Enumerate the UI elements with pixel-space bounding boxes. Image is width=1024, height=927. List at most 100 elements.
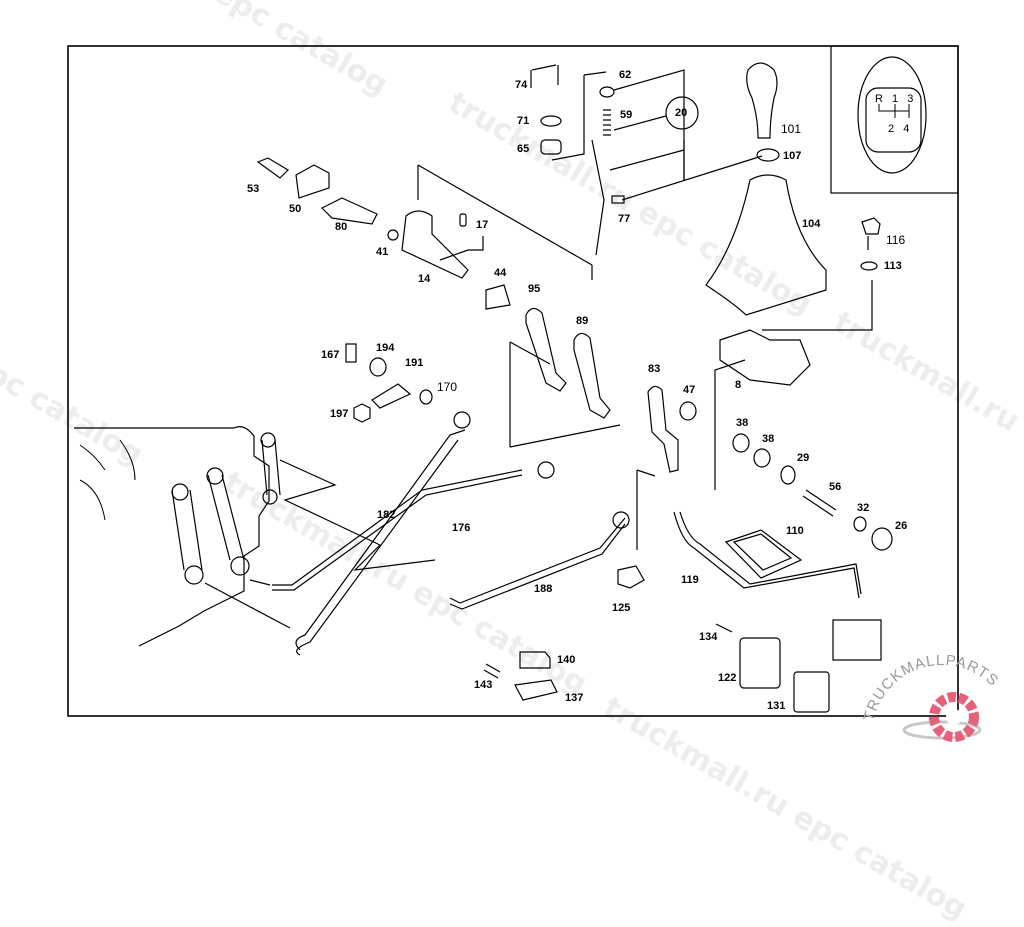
- pin-143: [484, 664, 500, 678]
- washer-38: [733, 434, 749, 452]
- washer-38: [754, 449, 770, 467]
- part-label-50[interactable]: 50: [289, 203, 301, 215]
- part-label-74[interactable]: 74: [515, 79, 527, 91]
- part-label-53[interactable]: 53: [247, 183, 259, 195]
- part-label-29[interactable]: 29: [797, 452, 809, 464]
- bracket-50: [296, 165, 329, 198]
- part-label-188[interactable]: 188: [534, 583, 552, 595]
- shift-pattern-inset: [831, 46, 958, 193]
- clip-167: [346, 344, 356, 362]
- part-label-110[interactable]: 110: [786, 525, 804, 537]
- part-label-26[interactable]: 26: [895, 520, 907, 532]
- part-label-17[interactable]: 17: [476, 219, 488, 231]
- shift-rod-176: [272, 470, 522, 590]
- part-label-170[interactable]: 170: [437, 381, 457, 393]
- bolt-53: [258, 158, 288, 178]
- part-label-80[interactable]: 80: [335, 221, 347, 233]
- gasket-frame: [726, 530, 801, 578]
- part-label-59[interactable]: 59: [620, 109, 632, 121]
- part-label-95[interactable]: 95: [528, 283, 540, 295]
- bolt-116: [862, 218, 880, 250]
- clip-74: [531, 65, 558, 88]
- part-label-107[interactable]: 107: [783, 150, 801, 162]
- sleeve-65: [541, 140, 561, 154]
- part-label-182[interactable]: 182: [377, 509, 395, 521]
- part-label-32[interactable]: 32: [857, 502, 869, 514]
- part-label-140[interactable]: 140: [557, 654, 575, 666]
- part-label-134[interactable]: 134: [699, 631, 717, 643]
- part-label-101[interactable]: 101: [781, 123, 801, 135]
- part-label-104[interactable]: 104: [802, 218, 820, 230]
- leader-line: [610, 70, 762, 200]
- trans-lever-2: [208, 475, 244, 560]
- trans-lever-1: [172, 490, 202, 570]
- rod-end-176: [538, 462, 554, 478]
- lever-95: [526, 308, 566, 391]
- nut: [757, 149, 779, 161]
- shift-shaft-14: [402, 211, 468, 278]
- leader-line: [418, 165, 592, 280]
- cover-131: [794, 672, 829, 712]
- nut-197: [354, 404, 370, 422]
- trans-lever-3: [262, 440, 280, 495]
- logo-gear-hole: [946, 709, 962, 725]
- part-label-176[interactable]: 176: [452, 522, 470, 534]
- shift-rod-188: [450, 518, 625, 609]
- part-label-89[interactable]: 89: [576, 315, 588, 327]
- part-label-41[interactable]: 41: [376, 246, 388, 258]
- shaft-80: [322, 198, 377, 224]
- washer-29: [781, 466, 795, 484]
- part-label-38[interactable]: 38: [762, 433, 774, 445]
- gear-1: 1: [892, 93, 901, 105]
- washer-113: [861, 262, 877, 270]
- trans-lever-3: [263, 490, 277, 504]
- part-label-137[interactable]: 137: [565, 692, 583, 704]
- part-label-191[interactable]: 191: [405, 357, 423, 369]
- part-label-62[interactable]: 62: [619, 69, 631, 81]
- part-label-197[interactable]: 197: [330, 408, 348, 420]
- part-label-8[interactable]: 8: [735, 379, 741, 391]
- rod-end-191: [372, 384, 410, 408]
- part-label-44[interactable]: 44: [494, 267, 506, 279]
- part-label-20[interactable]: 20: [675, 107, 687, 119]
- spring-56: [803, 490, 836, 516]
- shift-knob: [747, 63, 777, 138]
- part-label-119[interactable]: 119: [681, 574, 699, 586]
- truckmallparts-logo: TRUCKMALLPARTS: [862, 655, 1022, 750]
- part-label-65[interactable]: 65: [517, 143, 529, 155]
- part-label-116[interactable]: 116: [886, 234, 905, 246]
- switch-125: [618, 566, 644, 588]
- parts-diagram-canvas: epc catalog truckmall.ru epc catalog epc…: [0, 0, 1024, 750]
- part-label-47[interactable]: 47: [683, 384, 695, 396]
- shift-lever-rod: [592, 140, 604, 255]
- leader-line: [637, 470, 655, 550]
- part-label-143[interactable]: 143: [474, 679, 492, 691]
- part-label-38[interactable]: 38: [736, 417, 748, 429]
- pin-134: [716, 624, 732, 632]
- shift-pattern-bottom: 2 4: [888, 123, 912, 135]
- knob-outline-outer: [858, 57, 926, 173]
- bushing-41: [388, 230, 398, 240]
- part-label-122[interactable]: 122: [718, 672, 736, 684]
- bushing-194: [370, 358, 386, 376]
- part-label-83[interactable]: 83: [648, 363, 660, 375]
- part-label-113[interactable]: 113: [884, 260, 902, 272]
- part-label-14[interactable]: 14: [418, 273, 430, 285]
- bushing-71: [541, 116, 561, 126]
- holder-122: [740, 638, 780, 688]
- part-label-56[interactable]: 56: [829, 481, 841, 493]
- trans-lever-1: [185, 566, 203, 584]
- part-label-131[interactable]: 131: [767, 700, 785, 712]
- part-label-125[interactable]: 125: [612, 602, 630, 614]
- gear-4: 4: [903, 123, 912, 135]
- connector-137: [515, 680, 557, 700]
- part-label-71[interactable]: 71: [517, 115, 529, 127]
- part-label-194[interactable]: 194: [376, 342, 394, 354]
- shift-boot: [706, 175, 826, 315]
- part-label-167[interactable]: 167: [321, 349, 339, 361]
- diagram-drawing: [0, 0, 1024, 750]
- washer-170: [420, 390, 432, 404]
- trans-lever-1: [172, 484, 188, 500]
- shift-pattern-top: R 1 3: [875, 93, 916, 105]
- part-label-77[interactable]: 77: [618, 213, 630, 225]
